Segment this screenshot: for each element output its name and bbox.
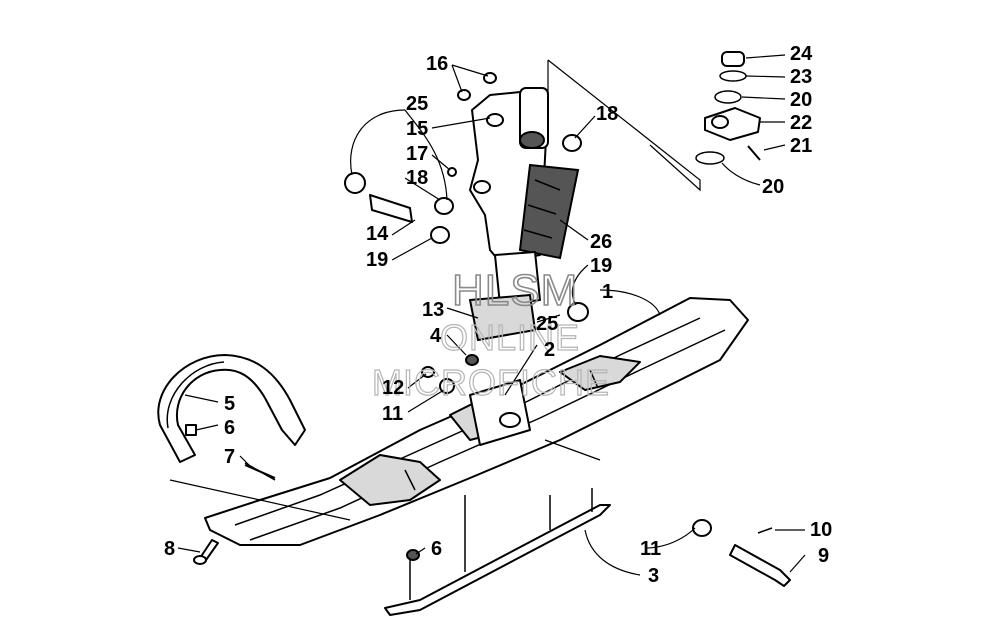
callout-6-lower: 6 [431, 538, 442, 560]
callout-23: 23 [790, 66, 812, 88]
steering-arm [695, 51, 761, 165]
callout-25-lower: 25 [536, 313, 558, 335]
callout-7: 7 [224, 446, 235, 468]
callout-20-upper: 20 [790, 89, 812, 111]
callout-5: 5 [224, 393, 235, 415]
callout-8: 8 [164, 538, 175, 560]
callout-2: 2 [544, 339, 555, 361]
callout-9: 9 [818, 545, 829, 567]
callout-20-lower: 20 [762, 176, 784, 198]
callout-11-lower: 11 [640, 538, 661, 560]
callout-22: 22 [790, 112, 812, 134]
callout-3: 3 [648, 565, 659, 587]
callout-1: 1 [602, 281, 613, 303]
spindle-mount [469, 251, 541, 446]
watermark-line-2: ONLINE [440, 317, 580, 358]
callout-21: 21 [790, 135, 812, 157]
bushings [344, 72, 589, 394]
callout-17: 17 [406, 143, 428, 165]
parts-drawing [157, 51, 791, 616]
callout-18-right: 18 [596, 103, 618, 125]
callout-4: 4 [430, 325, 442, 347]
callout-12: 12 [382, 377, 404, 399]
callout-6-upper: 6 [224, 417, 235, 439]
wear-bar [384, 488, 611, 616]
callout-14: 14 [366, 223, 389, 245]
callout-19-right: 19 [590, 255, 612, 277]
callout-13: 13 [422, 299, 444, 321]
callout-15: 15 [406, 118, 428, 140]
spindle-pivot [469, 87, 580, 263]
callout-labels: 16 25 15 17 18 18 14 19 26 19 1 13 4 25 … [164, 43, 832, 587]
callout-11-upper: 11 [382, 403, 403, 425]
callout-10: 10 [810, 519, 832, 541]
watermark-line-3: MICROFICHE [372, 362, 610, 403]
callout-16: 16 [426, 53, 448, 75]
callout-18-left: 18 [406, 167, 428, 189]
callout-25-upper: 25 [406, 93, 428, 115]
leader-lines [169, 54, 806, 576]
callout-24: 24 [790, 43, 813, 65]
callout-26: 26 [590, 231, 612, 253]
watermark: HLSM ONLINE MICROFICHE [371, 265, 610, 403]
fasteners [185, 424, 791, 587]
watermark-line-1: HLSM [452, 266, 578, 315]
bumper-handle [157, 354, 306, 463]
callout-19-left: 19 [366, 249, 388, 271]
